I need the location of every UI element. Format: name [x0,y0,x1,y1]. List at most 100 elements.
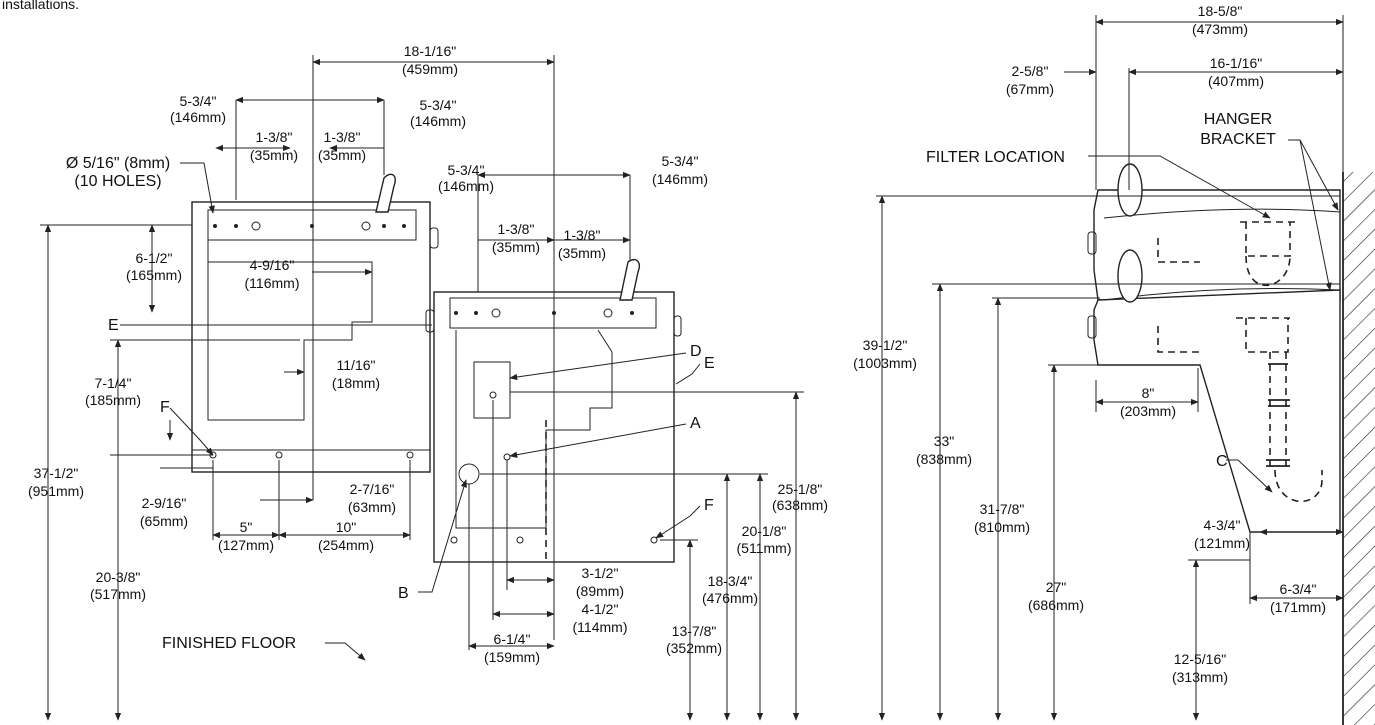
svg-text:(171mm): (171mm) [1270,599,1326,615]
svg-text:18-5/8": 18-5/8" [1198,3,1243,19]
top-note: installations. [2,0,79,12]
svg-text:(146mm): (146mm) [652,171,708,187]
svg-text:2-9/16": 2-9/16" [142,495,187,511]
svg-text:F: F [160,399,170,416]
svg-text:(185mm): (185mm) [85,392,141,408]
svg-text:18-1/16": 18-1/16" [404,43,456,59]
svg-text:5-3/4": 5-3/4" [180,93,217,109]
svg-text:Ø 5/16" (8mm): Ø 5/16" (8mm) [66,155,170,172]
svg-text:5-3/4": 5-3/4" [420,97,457,113]
svg-text:4-3/4": 4-3/4" [1204,517,1241,533]
svg-text:A: A [690,415,701,432]
svg-text:E: E [704,355,715,372]
svg-text:C: C [1216,453,1228,470]
svg-text:13-7/8": 13-7/8" [672,623,717,639]
svg-text:(114mm): (114mm) [573,619,628,635]
left-unit-front [191,173,439,473]
front-callout-letters: E F D E A F B FINISHED FLOOR [108,317,715,652]
side-units [1087,163,1341,533]
svg-text:2-7/16": 2-7/16" [350,481,395,497]
svg-text:(352mm): (352mm) [666,640,722,656]
svg-text:18-3/4": 18-3/4" [708,573,753,589]
svg-text:33": 33" [934,433,955,449]
svg-text:1-3/8": 1-3/8" [324,129,361,145]
svg-text:4-9/16": 4-9/16" [250,257,295,273]
svg-text:11/16": 11/16" [337,357,376,373]
svg-text:(159mm): (159mm) [484,649,540,665]
side-callout-leaders [1088,139,1339,493]
side-callout-text: FILTER LOCATION HANGER BRACKET C [926,111,1276,470]
svg-text:2-5/8": 2-5/8" [1012,63,1049,79]
svg-text:(838mm): (838mm) [916,451,972,467]
svg-text:37-1/2": 37-1/2" [34,465,79,481]
svg-text:5-3/4": 5-3/4" [662,153,699,169]
svg-text:12-5/16": 12-5/16" [1174,651,1226,667]
svg-text:3-1/2": 3-1/2" [582,565,619,581]
svg-text:5-3/4": 5-3/4" [448,162,485,178]
svg-text:7-1/4": 7-1/4" [95,375,132,391]
svg-text:(313mm): (313mm) [1172,669,1228,685]
svg-text:(116mm): (116mm) [245,275,300,291]
svg-text:(35mm): (35mm) [318,147,366,163]
wall [1342,172,1375,725]
svg-text:E: E [108,317,119,334]
svg-text:(146mm): (146mm) [410,113,466,129]
svg-text:5": 5" [240,519,253,535]
svg-text:BRACKET: BRACKET [1200,131,1276,148]
svg-text:(476mm): (476mm) [702,590,758,606]
svg-text:HANGER: HANGER [1204,111,1272,128]
svg-text:31-7/8": 31-7/8" [980,501,1025,517]
svg-text:(35mm): (35mm) [250,147,298,163]
svg-text:(63mm): (63mm) [348,499,396,515]
svg-text:39-1/2": 39-1/2" [863,337,908,353]
filter-box [473,361,511,419]
svg-text:FILTER LOCATION: FILTER LOCATION [926,149,1065,166]
svg-text:(951mm): (951mm) [28,483,84,499]
front-callout-leaders [169,162,701,661]
svg-text:27": 27" [1046,579,1067,595]
svg-text:(1003mm): (1003mm) [853,355,917,371]
svg-text:(121mm): (121mm) [1194,535,1250,551]
svg-text:(203mm): (203mm) [1120,403,1176,419]
svg-text:10": 10" [336,519,357,535]
svg-text:(407mm): (407mm) [1208,73,1264,89]
svg-text:1-3/8": 1-3/8" [256,129,293,145]
svg-text:F: F [704,497,714,514]
svg-text:4-1/2": 4-1/2" [582,601,619,617]
svg-text:6-1/4": 6-1/4" [494,631,531,647]
svg-text:B: B [398,585,409,602]
svg-text:6-1/2": 6-1/2" [136,250,173,266]
svg-text:6-3/4": 6-3/4" [1280,581,1317,597]
svg-text:16-1/16": 16-1/16" [1210,55,1262,71]
svg-text:(18mm): (18mm) [332,375,380,391]
svg-text:(165mm): (165mm) [126,267,182,283]
svg-text:(511mm): (511mm) [737,540,792,556]
svg-text:FINISHED FLOOR: FINISHED FLOOR [162,635,296,652]
side-dimension-lines [876,15,1344,721]
svg-text:(65mm): (65mm) [140,513,188,529]
svg-text:(127mm): (127mm) [218,537,274,553]
svg-text:(35mm): (35mm) [492,239,540,255]
svg-text:(473mm): (473mm) [1192,21,1248,37]
svg-text:(254mm): (254mm) [318,537,374,553]
svg-text:(146mm): (146mm) [438,178,494,194]
svg-text:1-3/8": 1-3/8" [564,227,601,243]
svg-text:(146mm): (146mm) [170,109,226,125]
svg-text:25-1/8": 25-1/8" [778,481,823,497]
svg-text:(89mm): (89mm) [576,583,624,599]
svg-text:20-3/8": 20-3/8" [96,569,141,585]
svg-text:(67mm): (67mm) [1006,81,1054,97]
svg-text:1-3/8": 1-3/8" [498,221,535,237]
svg-text:(517mm): (517mm) [90,586,146,602]
svg-text:(810mm): (810mm) [974,519,1030,535]
side-dimension-text: 18-5/8" (473mm) 2-5/8" (67mm) 16-1/16" (… [853,3,1326,685]
svg-text:8": 8" [1142,385,1155,401]
svg-text:(686mm): (686mm) [1028,597,1084,613]
svg-text:D: D [690,343,702,360]
front-dimension-text: 18-1/16" (459mm) 5-3/4" (146mm) 5-3/4" (… [28,43,828,665]
front-dimension-lines [40,55,804,721]
svg-text:(638mm): (638mm) [772,497,828,513]
svg-text:20-1/8": 20-1/8" [742,523,787,539]
svg-text:(459mm): (459mm) [402,61,458,77]
